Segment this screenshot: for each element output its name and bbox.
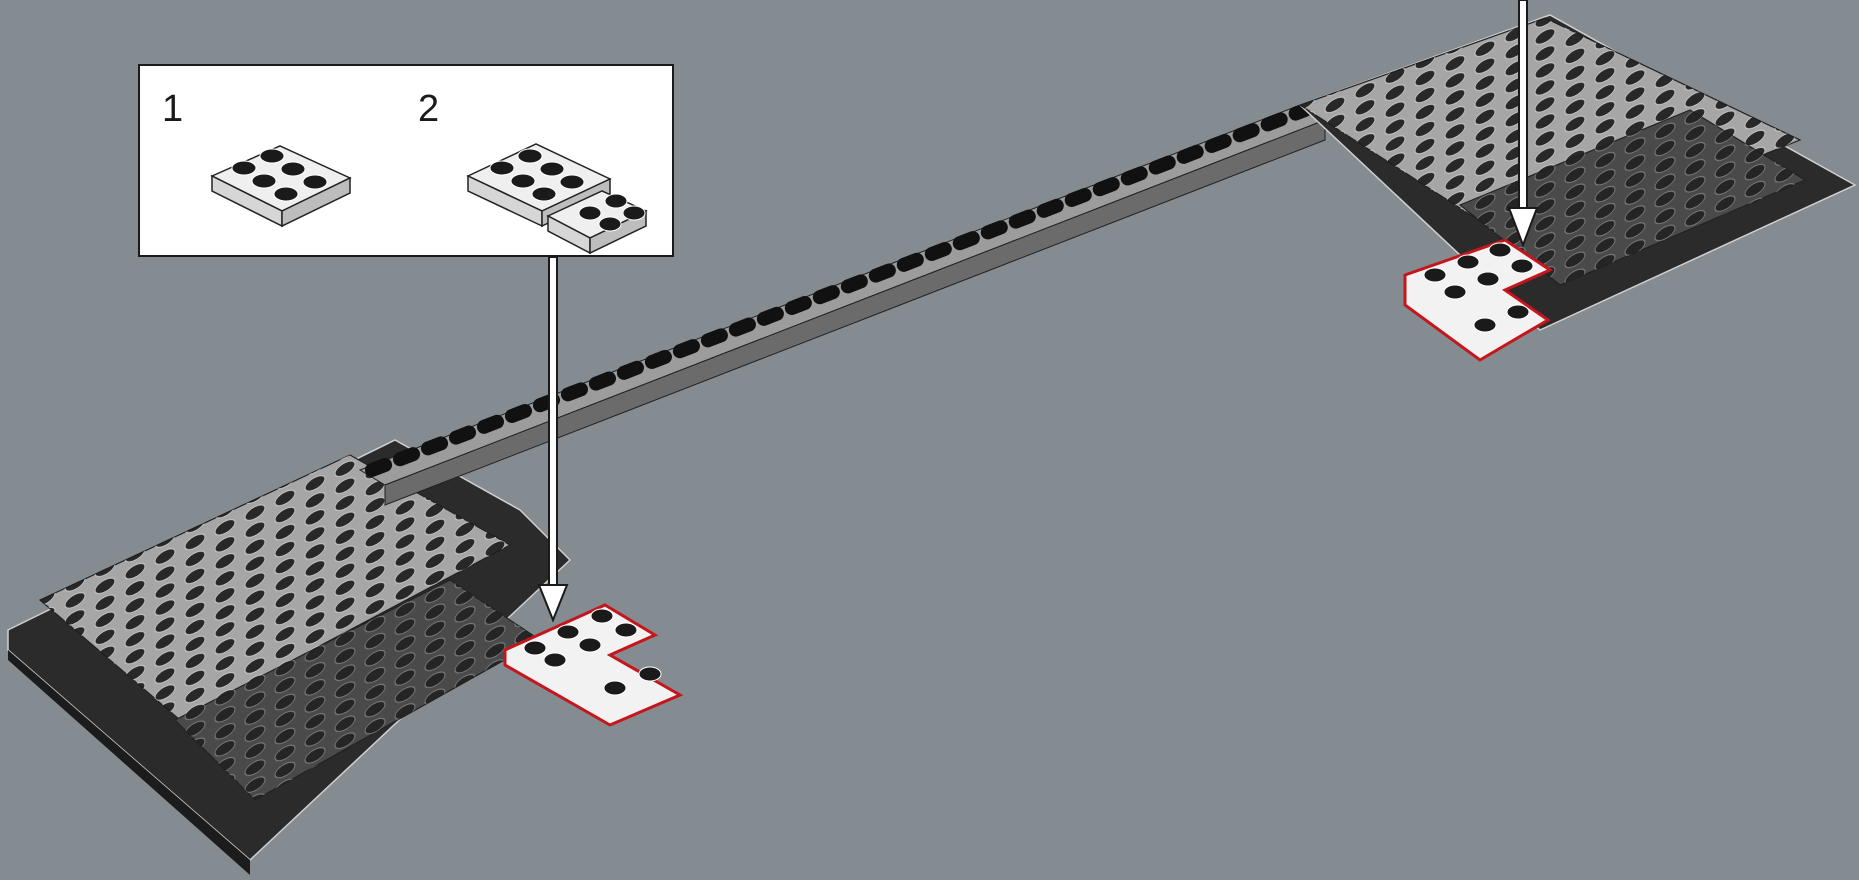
arrow-down-icon	[1507, 0, 1539, 248]
step-number-1: 1	[162, 88, 184, 130]
beam-side	[384, 119, 1326, 506]
part-plate-2x3-icon	[210, 145, 352, 228]
new-part-right	[1403, 238, 1554, 362]
right-baseplate-assembly	[1298, 14, 1857, 331]
step-number-2: 2	[418, 88, 440, 130]
new-part-left	[503, 603, 684, 727]
right-dark-gray-plate-studs	[1460, 110, 1805, 285]
part-plate-2x3-plus-2x2-icon	[466, 143, 648, 255]
arrow-down-icon	[537, 256, 569, 623]
right-light-gray-plate-studs	[1300, 18, 1800, 250]
beam-stud-row	[365, 103, 1312, 477]
left-baseplate-assembly	[7, 439, 572, 875]
connecting-beam	[358, 103, 1327, 506]
left-dark-gray-plate-studs	[175, 580, 540, 800]
left-black-base-plate-side	[8, 630, 250, 875]
left-light-gray-plate-studs	[40, 455, 510, 720]
parts-callout-box: 1 2	[138, 64, 674, 257]
